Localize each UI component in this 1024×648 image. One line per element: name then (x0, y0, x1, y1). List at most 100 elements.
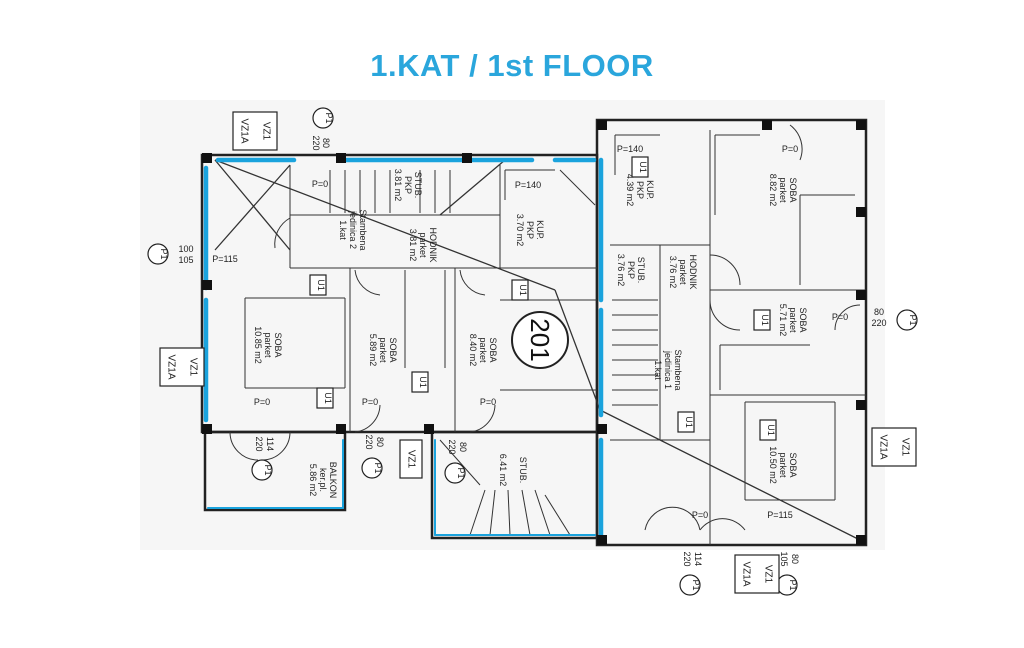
door-tag-circle (896, 309, 918, 331)
door-dimension: 80 (790, 554, 800, 564)
room-label-line: BALKON (328, 462, 338, 499)
door-tag: P1 (456, 467, 466, 478)
void-cross-lines (214, 159, 861, 541)
unit-tag: U1 (760, 314, 770, 326)
door-tag-circle (444, 462, 466, 484)
sill-height-label: P=0 (254, 397, 270, 407)
door-dimension: 80 (321, 138, 331, 148)
door-tag: P1 (691, 579, 701, 590)
door-tag: P1 (373, 462, 383, 473)
unit-1-walls (595, 118, 868, 547)
room-label-line: SOBA (273, 332, 283, 357)
room-label-line: parket (478, 337, 488, 363)
room-label-line: 1.kat (653, 360, 663, 380)
wall-tag: VZ1 (900, 438, 911, 457)
door-dimension: 220 (311, 135, 321, 150)
room-label-line: parket (678, 259, 688, 285)
door-dimension: 100 (178, 244, 193, 254)
sill-height-label: P=0 (362, 397, 378, 407)
unit-tag: U1 (684, 416, 694, 428)
room-label-line: 1.kat (338, 220, 348, 240)
windows (203, 157, 604, 538)
room-label-line: HODNIK (428, 227, 438, 262)
room-label-line: parket (778, 177, 788, 203)
room-label-line: KUP. (535, 220, 545, 240)
room-label-line: parket (418, 232, 428, 258)
room-label-line: 4.39 m2 (625, 174, 635, 207)
unit-tag: U1 (323, 392, 333, 404)
unit-tag-box (759, 419, 777, 441)
door-tag-circle (312, 107, 334, 129)
room-label-line: 10.50 m2 (768, 446, 778, 484)
balcony-walls (203, 430, 347, 512)
door-dimension: 220 (447, 439, 457, 454)
door-tag: P1 (788, 579, 798, 590)
unit-tag-box (753, 309, 771, 331)
room-label-line: 10.85 m2 (253, 326, 263, 364)
room-label-line: 3.70 m2 (515, 214, 525, 247)
floor-title: 1.KAT / 1st FLOOR (370, 48, 654, 83)
room-label-line: SOBA (388, 337, 398, 362)
stairs (329, 170, 658, 536)
room-label-line: SOBA (798, 307, 808, 332)
room-label-line: SOBA (788, 452, 798, 477)
room-label-line: PKP (525, 221, 535, 239)
sill-height-label: P=140 (617, 144, 643, 154)
door-dimension: 220 (682, 551, 692, 566)
room-label-line: 5.71 m2 (778, 304, 788, 337)
room-label-line: PKP (635, 181, 645, 199)
room-label-line: ker.pl. (318, 468, 328, 492)
room-label-line: 8.82 m2 (768, 174, 778, 207)
room-label-line: Stambena (358, 209, 368, 250)
room-label-line: PKP (403, 176, 413, 194)
door-swings (229, 124, 861, 531)
door-dimension: 80 (874, 307, 884, 317)
room-label-line: jedinica 1 (663, 350, 673, 389)
room-label-line: 3.76 m2 (668, 256, 678, 289)
unit-tag-box (511, 279, 529, 301)
door-dimension: 220 (254, 436, 264, 451)
sill-height-label: P=140 (515, 180, 541, 190)
room-label-line: STUB. (518, 457, 528, 484)
room-label-line: 5.89 m2 (368, 334, 378, 367)
door-tag-circle (679, 574, 701, 596)
room-label-line: 3.81 m2 (408, 229, 418, 262)
door-tag: P1 (263, 464, 273, 475)
room-label-line: parket (778, 452, 788, 478)
wall-tag-box (159, 347, 205, 387)
room-label-line: parket (788, 307, 798, 333)
wall-tag-box (871, 427, 917, 467)
door-dimension: 114 (265, 437, 275, 451)
door-dimension: 114 (693, 552, 703, 566)
unit-tag: U1 (638, 161, 648, 173)
columns (202, 120, 866, 545)
wall-tag: VZ1 (261, 122, 272, 141)
unit-tag-box (411, 371, 429, 393)
door-dimension: 105 (178, 255, 193, 265)
wall-tag-box (734, 554, 780, 594)
wall-tag: VZ1A (878, 434, 889, 459)
unit-tag-box (309, 274, 327, 296)
room-label-line: SOBA (788, 177, 798, 202)
sill-height-label: P=115 (212, 254, 238, 264)
unit-tag: U1 (766, 424, 776, 436)
stair-walls (430, 430, 599, 540)
room-label-line: 6.41 m2 (498, 454, 508, 487)
wall-tag-box (232, 111, 278, 151)
door-tag-circle (147, 243, 169, 265)
door-dimension: 220 (871, 318, 886, 328)
sill-height-label: P=0 (692, 510, 708, 520)
wall-tag: VZ1 (406, 450, 417, 469)
door-dimension: 105 (779, 551, 789, 566)
room-label-line: STUB. (413, 172, 423, 199)
unit-number-badge: 201 (511, 311, 569, 369)
sill-height-label: P=0 (832, 312, 848, 322)
room-label-line: 3.76 m2 (616, 254, 626, 287)
door-dimension: 220 (364, 434, 374, 449)
wall-tag-box (399, 439, 423, 479)
room-label-line: jedinica 2 (348, 210, 358, 249)
unit-tag: U1 (518, 284, 528, 296)
door-tag: P1 (324, 112, 334, 123)
